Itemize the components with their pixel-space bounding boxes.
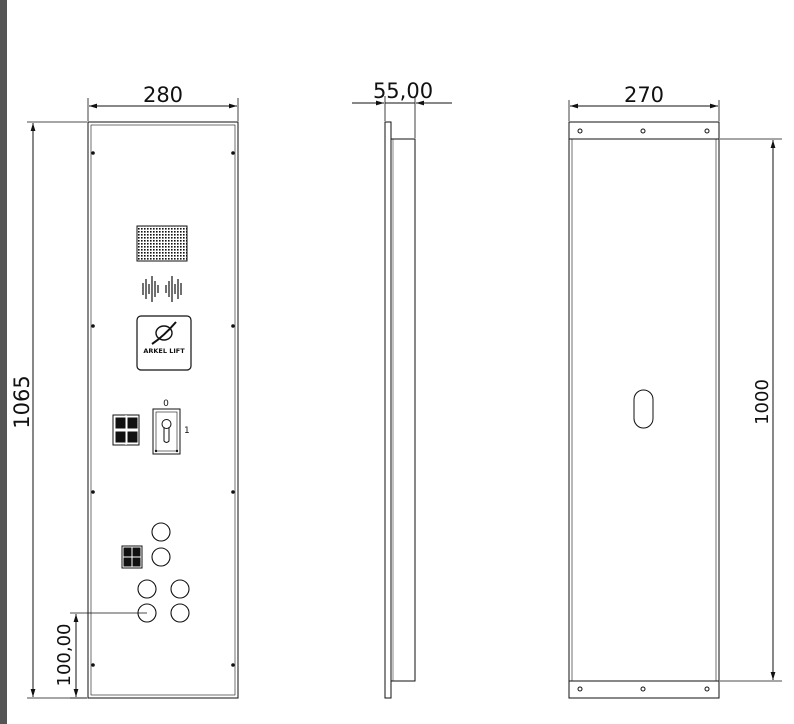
side-depth-label: 55,00: [373, 79, 433, 103]
back-view: 270 1000: [568, 83, 782, 699]
call-buttons: [137, 522, 190, 623]
side-body: [390, 138, 416, 682]
back-height-label: 1000: [752, 379, 773, 425]
key-switch: [152, 408, 181, 455]
dim-back-width: [568, 100, 720, 121]
back-width-label: 270: [624, 83, 664, 107]
dim-front-height: [27, 121, 87, 699]
front-width-label: 280: [143, 83, 183, 107]
front-view: ARKEL LIFT 0 1: [10, 83, 239, 699]
front-screws: [91, 151, 235, 667]
front-height-label: 1065: [10, 375, 34, 428]
side-view: 55,00: [352, 79, 452, 699]
front-panel-inner: [90, 124, 236, 696]
call-button-6: [170, 603, 190, 623]
call-button-2: [151, 547, 171, 567]
back-flange-holes: [577, 128, 710, 692]
call-button-1: [151, 522, 171, 542]
logo-box: [136, 315, 192, 371]
window-edge: [0, 0, 7, 724]
dim-back-height: [720, 138, 782, 682]
dim-front-width: [87, 98, 239, 121]
cable-slot: [633, 389, 654, 429]
key-switch-pos1-label: 1: [184, 426, 190, 436]
side-faceplate: [384, 121, 392, 699]
button-offset-label: 100,00: [54, 624, 75, 687]
back-box-outline: [568, 121, 720, 699]
back-bottom-flange: [568, 680, 720, 699]
keypad-module-lower: [121, 545, 143, 569]
call-button-4: [170, 579, 190, 599]
call-button-3: [137, 579, 157, 599]
dim-side-depth: [352, 96, 452, 138]
key-switch-pos0-label: 0: [163, 399, 169, 409]
speaker-grille: [136, 225, 188, 262]
keypad-module-upper: [112, 414, 140, 446]
front-panel-outline: [87, 121, 239, 699]
logo-swoosh-icon: [151, 321, 177, 345]
sound-wave-icon: [142, 276, 182, 302]
brand-text: ARKEL LIFT: [143, 347, 185, 355]
dim-button-offset: [70, 612, 147, 699]
back-top-flange: [568, 121, 720, 140]
